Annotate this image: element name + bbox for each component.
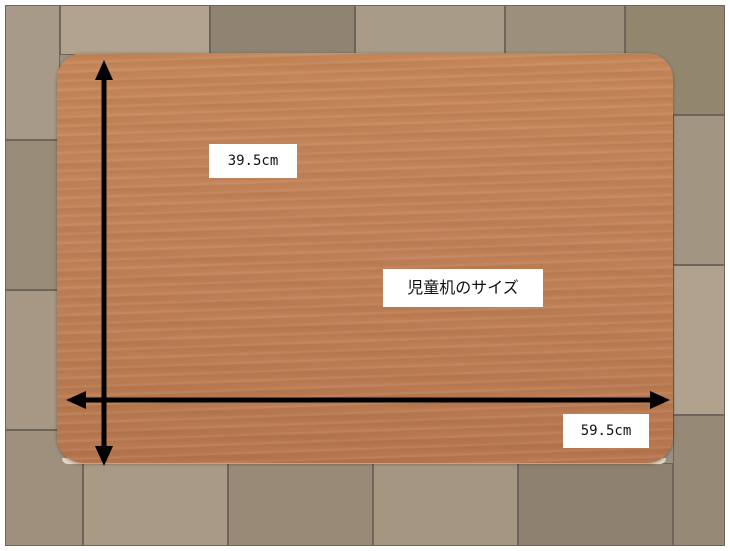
- desk-top: [57, 53, 673, 463]
- height-arrow-head-bottom: [95, 446, 113, 466]
- width-label: 59.5cm: [563, 414, 649, 448]
- height-label: 39.5cm: [209, 144, 297, 178]
- floor-plank: [673, 415, 725, 546]
- floor-plank: [355, 5, 505, 55]
- desk-size-title: 児童机のサイズ: [383, 269, 543, 307]
- width-arrow-head-right: [650, 391, 670, 409]
- height-arrow-head-top: [95, 60, 113, 80]
- width-arrow-head-left: [66, 391, 86, 409]
- floor-plank: [673, 265, 725, 415]
- floor-plank: [210, 5, 355, 55]
- floor-plank: [5, 5, 60, 140]
- floor-plank: [373, 463, 518, 546]
- floor-plank: [228, 463, 373, 546]
- floor-plank: [673, 115, 725, 265]
- floor-plank: [5, 290, 60, 430]
